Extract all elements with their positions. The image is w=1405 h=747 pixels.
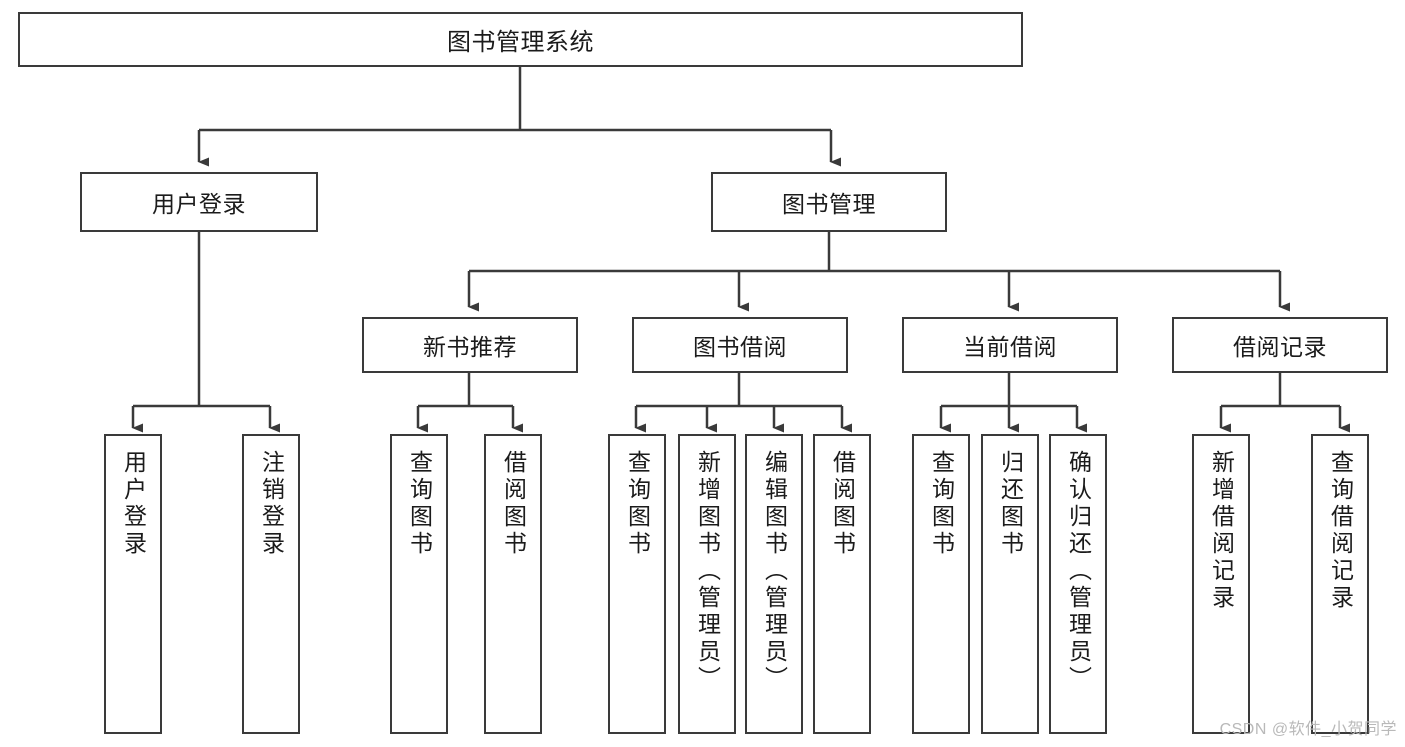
node-leaf-query-record-label: 查询借阅记录 [1327, 450, 1354, 612]
node-leaf-add-book-label: 新增图书（管理员） [694, 450, 721, 693]
user-login-to-leaves-connectors [131, 232, 280, 433]
node-leaf-query-record[interactable]: 查询借阅记录 [1311, 434, 1369, 734]
node-user-login[interactable]: 用户登录 [80, 172, 318, 232]
node-user-login-label: 用户登录 [152, 191, 246, 217]
node-book-borrow[interactable]: 图书借阅 [632, 317, 848, 373]
new-book-recommend-to-leaves-connectors [416, 373, 523, 433]
node-leaf-borrow-book-2[interactable]: 借阅图书 [813, 434, 871, 734]
node-leaf-confirm-return[interactable]: 确认归还（管理员） [1049, 434, 1107, 734]
node-leaf-borrow-book-1[interactable]: 借阅图书 [484, 434, 542, 734]
node-leaf-query-book-1[interactable]: 查询图书 [390, 434, 448, 734]
node-book-borrow-label: 图书借阅 [693, 334, 787, 360]
node-leaf-borrow-book-1-label: 借阅图书 [500, 450, 527, 558]
node-book-management[interactable]: 图书管理 [711, 172, 947, 232]
node-leaf-return-book-label: 归还图书 [997, 450, 1024, 558]
node-current-borrow-label: 当前借阅 [963, 334, 1057, 360]
node-leaf-query-book-2-label: 查询图书 [624, 450, 651, 558]
node-leaf-user-login-label: 用户登录 [120, 450, 147, 558]
node-leaf-user-login[interactable]: 用户登录 [104, 434, 162, 734]
book-borrow-to-leaves-connectors [634, 373, 852, 433]
node-leaf-borrow-book-2-label: 借阅图书 [829, 450, 856, 558]
node-current-borrow[interactable]: 当前借阅 [902, 317, 1118, 373]
node-leaf-query-book-2[interactable]: 查询图书 [608, 434, 666, 734]
node-leaf-logout-login[interactable]: 注销登录 [242, 434, 300, 734]
node-leaf-edit-book[interactable]: 编辑图书（管理员） [745, 434, 803, 734]
node-leaf-add-record-label: 新增借阅记录 [1208, 450, 1235, 612]
node-borrow-record[interactable]: 借阅记录 [1172, 317, 1388, 373]
node-leaf-query-book-1-label: 查询图书 [406, 450, 433, 558]
node-leaf-confirm-return-label: 确认归还（管理员） [1065, 450, 1092, 693]
book-management-to-level3-connectors [467, 232, 1290, 312]
current-borrow-to-leaves-connectors [939, 373, 1087, 433]
node-leaf-add-book[interactable]: 新增图书（管理员） [678, 434, 736, 734]
node-leaf-return-book[interactable]: 归还图书 [981, 434, 1039, 734]
node-new-book-recommend[interactable]: 新书推荐 [362, 317, 578, 373]
node-leaf-query-book-3-label: 查询图书 [928, 450, 955, 558]
borrow-record-to-leaves-connectors [1219, 373, 1350, 433]
root-to-level2-connectors [197, 67, 841, 167]
node-root-label: 图书管理系统 [447, 29, 594, 56]
node-root-book-management-system[interactable]: 图书管理系统 [18, 12, 1023, 67]
node-book-management-label: 图书管理 [782, 191, 876, 217]
node-leaf-query-book-3[interactable]: 查询图书 [912, 434, 970, 734]
node-new-book-recommend-label: 新书推荐 [423, 334, 517, 360]
node-borrow-record-label: 借阅记录 [1233, 334, 1327, 360]
node-leaf-add-record[interactable]: 新增借阅记录 [1192, 434, 1250, 734]
node-leaf-edit-book-label: 编辑图书（管理员） [761, 450, 788, 693]
node-leaf-logout-login-label: 注销登录 [258, 450, 285, 558]
